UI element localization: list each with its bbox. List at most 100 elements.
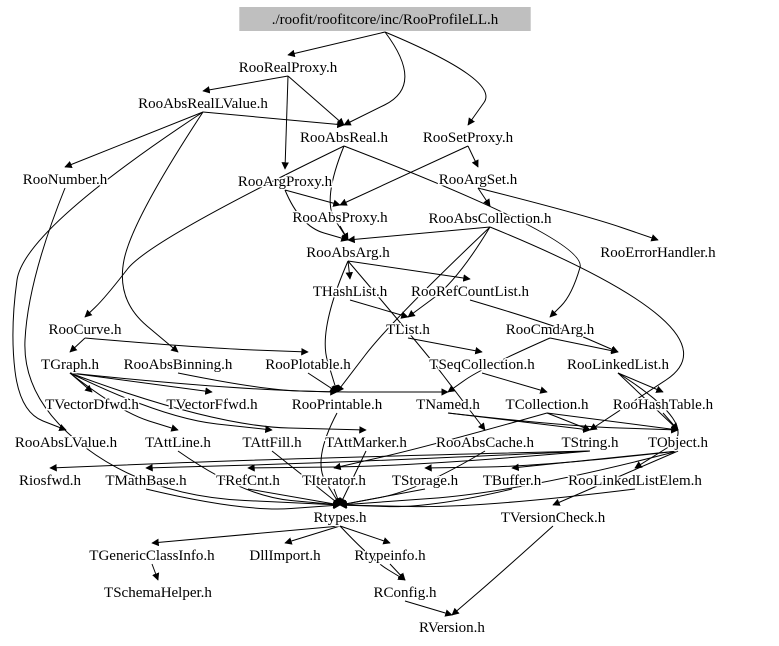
dependency-edge-TGraph-to-TVectorFfwd	[69, 372, 213, 395]
dependency-edge-TList-to-TSeqCollection	[407, 337, 483, 355]
graph-node-RooAbsRealLValue[interactable]: RooAbsRealLValue.h	[137, 95, 270, 114]
dependency-edge-RooProfileLL-to-RooAbsReal	[343, 31, 406, 126]
graph-node-RVersion[interactable]: RVersion.h	[418, 619, 487, 638]
dependency-edge-TGraph-to-TNamed	[69, 372, 449, 396]
graph-node-DllImport[interactable]: DllImport.h	[248, 547, 323, 566]
dependency-edge-RooSetProxy-to-RooAbsProxy	[339, 145, 469, 206]
graph-node-RConfig[interactable]: RConfig.h	[372, 584, 438, 603]
edges-layer	[12, 31, 685, 617]
dependency-edge-Rtypes-to-DllImport	[284, 525, 341, 545]
graph-node-RooRefCountList[interactable]: RooRefCountList.h	[410, 283, 531, 302]
graph-node-RooCmdArg[interactable]: RooCmdArg.h	[504, 321, 596, 340]
dependency-edge-Rtypeinfo-to-RConfig	[389, 563, 406, 581]
dependency-edge-RooArgSet-to-RooErrorHandler	[477, 187, 659, 242]
graph-node-RooAbsBinning[interactable]: RooAbsBinning.h	[122, 356, 234, 375]
dependency-edge-RooAbsCollection-to-TList	[407, 226, 491, 318]
graph-node-RooAbsLValue[interactable]: RooAbsLValue.h	[13, 434, 119, 453]
dependency-edge-RooAbsArg-to-RooRefCountList	[347, 260, 471, 282]
graph-node-TVectorDfwd[interactable]: TVectorDfwd.h	[44, 396, 141, 415]
dependency-edge-TAttLine-to-Rtypes	[177, 450, 341, 509]
dependency-edge-RooNumber-to-Rtypes	[24, 187, 341, 509]
dependency-edge-RConfig-to-RVersion	[404, 600, 453, 617]
dependency-edge-RooAbsProxy-to-RooAbsArg	[339, 225, 349, 241]
graph-node-RooAbsProxy[interactable]: RooAbsProxy.h	[291, 209, 390, 228]
graph-node-TSeqCollection[interactable]: TSeqCollection.h	[428, 356, 537, 375]
graph-node-RooAbsArg[interactable]: RooAbsArg.h	[305, 244, 392, 263]
graph-node-RooPrintable[interactable]: RooPrintable.h	[290, 396, 384, 415]
dependency-edge-RooAbsCollection-to-RooPrintable	[336, 226, 491, 393]
dependency-edge-RooAbsRealLValue-to-RooAbsLValue	[12, 111, 204, 432]
dependency-edge-TMathBase-to-Rtypes	[145, 488, 341, 510]
graph-node-RooAbsCollection[interactable]: RooAbsCollection.h	[427, 210, 553, 229]
dependency-edge-Rtypes-to-Rtypeinfo	[339, 525, 391, 545]
dependency-edge-TGraph-to-TAttLine	[69, 372, 179, 432]
graph-node-TAttLine[interactable]: TAttLine.h	[144, 434, 213, 453]
graph-node-RooCurve[interactable]: RooCurve.h	[47, 321, 123, 340]
dependency-edge-RooProfileLL-to-RooRealProxy	[287, 31, 386, 58]
dependency-edge-RooPlotable-to-RooPrintable	[307, 372, 338, 393]
dependency-edge-RooAbsArg-to-RooPrintable	[324, 260, 349, 393]
graph-node-TVectorFfwd[interactable]: TVectorFfwd.h	[165, 396, 260, 415]
graph-node-TNamed[interactable]: TNamed.h	[415, 396, 482, 415]
dependency-edge-RooAbsCollection-to-TString	[489, 226, 685, 431]
dependency-edge-RooCurve-to-RooPlotable	[84, 337, 309, 356]
dependency-edge-TGenericClassInfo-to-TSchemaHelper	[151, 563, 160, 581]
dependency-edge-TString-to-TRefCnt	[247, 450, 591, 472]
dependency-edge-TNamed-to-TString	[447, 412, 591, 433]
graph-node-TCollection[interactable]: TCollection.h	[504, 396, 590, 415]
dependency-edge-RooRealProxy-to-RooAbsRealLValue	[202, 75, 289, 94]
graph-node-RooProfileLL: ./roofit/roofitcore/inc/RooProfileLL.h	[272, 12, 499, 28]
graph-node-RooHashTable[interactable]: RooHashTable.h	[611, 396, 715, 415]
dependency-edge-RooAbsReal-to-RooAbsArg	[329, 145, 349, 241]
dependency-edge-RooLinkedList-to-RooHashTable	[617, 372, 664, 393]
graph-node-TStorage[interactable]: TStorage.h	[390, 472, 460, 491]
graph-node-RooNumber[interactable]: RooNumber.h	[21, 171, 109, 190]
dependency-edge-TObject-to-TBuffer	[511, 450, 679, 472]
graph-node-RooAbsReal[interactable]: RooAbsReal.h	[299, 129, 390, 148]
dependency-edge-TStorage-to-Rtypes	[339, 488, 426, 508]
graph-node-RooAbsCache[interactable]: RooAbsCache.h	[435, 434, 536, 453]
graph-node-RooRealProxy[interactable]: RooRealProxy.h	[237, 59, 339, 78]
dependency-edge-RooAbsRealLValue-to-RooAbsReal	[202, 111, 345, 129]
graph-node-TIterator[interactable]: TIterator.h	[301, 472, 368, 491]
dependency-edge-RooAbsCollection-to-RooAbsArg	[347, 226, 491, 244]
graph-node-RooSetProxy[interactable]: RooSetProxy.h	[421, 129, 515, 148]
graph-node-TAttMarker[interactable]: TAttMarker.h	[324, 434, 409, 453]
graph-node-RooPlotable[interactable]: RooPlotable.h	[264, 356, 353, 375]
graph-node-RooErrorHandler[interactable]: RooErrorHandler.h	[599, 244, 718, 263]
graph-node-TGraph[interactable]: TGraph.h	[40, 356, 101, 375]
graph-node-TSchemaHelper[interactable]: TSchemaHelper.h	[103, 584, 214, 603]
graph-node-TGenericClassInfo[interactable]: TGenericClassInfo.h	[88, 547, 217, 566]
dependency-edge-RooCmdArg-to-TNamed	[447, 337, 551, 393]
graph-node-THashList[interactable]: THashList.h	[311, 283, 389, 302]
graph-node-TString[interactable]: TString.h	[560, 434, 621, 453]
graph-node-TVersionCheck[interactable]: TVersionCheck.h	[499, 509, 607, 528]
graph-node-RooLinkedListElem[interactable]: RooLinkedListElem.h	[567, 472, 704, 491]
dependency-edge-RooAbsRealLValue-to-RooAbsBinning	[121, 111, 204, 353]
graph-node-RooArgProxy[interactable]: RooArgProxy.h	[236, 173, 334, 192]
dependency-edge-RooLinkedList-to-TObject	[617, 372, 679, 431]
graph-node-TObject[interactable]: TObject.h	[646, 434, 710, 453]
graph-node-Rtypes[interactable]: Rtypes.h	[312, 509, 368, 528]
graph-node-RooLinkedList[interactable]: RooLinkedList.h	[565, 356, 671, 375]
dependency-edge-RooSetProxy-to-RooArgSet	[467, 145, 479, 168]
dependency-edge-RooAbsArg-to-RooAbsCache	[347, 260, 486, 431]
graph-node-TList[interactable]: TList.h	[385, 321, 432, 340]
dependency-edge-RooRefCountList-to-RooLinkedList	[469, 299, 619, 353]
dependency-edge-TString-to-TMathBase	[145, 450, 591, 472]
graph-node-TRefCnt[interactable]: TRefCnt.h	[215, 472, 282, 491]
graph-node-RooArgSet[interactable]: RooArgSet.h	[437, 171, 519, 190]
dependency-edge-Rtypes-to-RConfig	[339, 525, 406, 581]
graph-node-TMathBase[interactable]: TMathBase.h	[104, 472, 189, 491]
graph-node-Riosfwd[interactable]: Riosfwd.h	[17, 472, 83, 491]
dependency-edge-RooRealProxy-to-RooAbsReal	[287, 75, 345, 126]
dependency-edge-TCollection-to-TObject	[546, 412, 679, 433]
dependency-edge-TCollection-to-TString	[546, 412, 591, 432]
graph-node-Rtypeinfo[interactable]: Rtypeinfo.h	[353, 547, 428, 566]
graph-node-TAttFill[interactable]: TAttFill.h	[241, 434, 304, 453]
dependency-edge-TObject-to-Rtypes	[339, 450, 679, 509]
graph-node-TBuffer[interactable]: TBuffer.h	[481, 472, 543, 491]
dependency-edge-RooAbsArg-to-THashList	[345, 260, 353, 280]
